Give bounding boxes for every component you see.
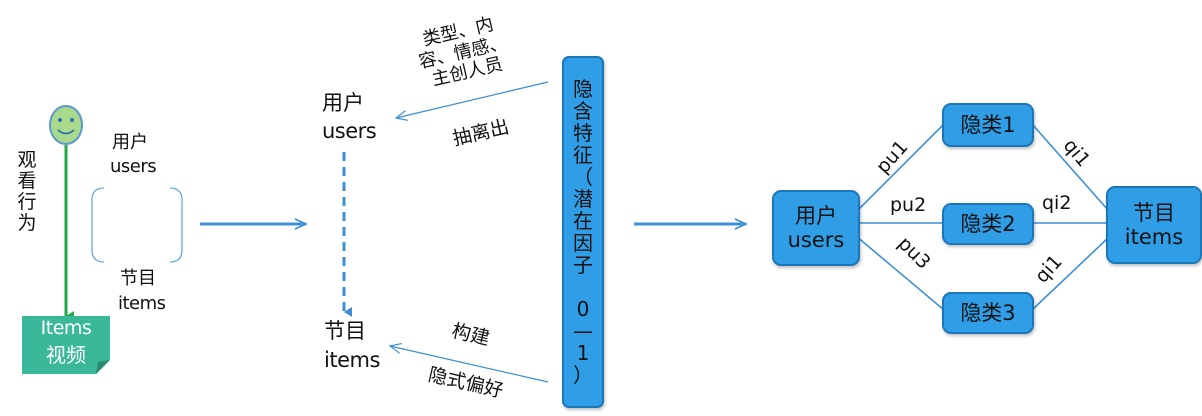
- extract-arrow: [394, 81, 549, 121]
- video-sticker-icon: Items 视频: [22, 316, 110, 374]
- items-node: 节目 items: [1106, 186, 1202, 264]
- behavior-label: 观 看 行 为: [17, 149, 37, 234]
- latent-class-3: 隐类3: [942, 292, 1034, 334]
- preference-arrow: [388, 342, 549, 383]
- latent-class-1: 隐类1: [942, 103, 1034, 147]
- left-bracket: [91, 187, 105, 263]
- pu2-label: pu2: [890, 194, 927, 216]
- users-node: 用户 users: [772, 190, 860, 266]
- left-user-cn: 用户: [112, 132, 148, 153]
- video-label-cn: 视频: [46, 343, 86, 367]
- right-bracket: [169, 187, 183, 263]
- left-item-en: items: [118, 293, 166, 314]
- middle-user-cn: 用户: [322, 91, 364, 115]
- smiley-face-icon: [49, 105, 83, 145]
- latent-network-lines: [855, 123, 1109, 311]
- middle-item-en: items: [324, 348, 380, 372]
- qi2-label: qi2: [1042, 192, 1072, 214]
- left-item-cn: 节目: [120, 268, 156, 289]
- latent-class-2: 隐类2: [942, 203, 1034, 245]
- middle-user-en: users: [322, 119, 377, 143]
- left-user-en: users: [110, 156, 157, 177]
- latent-features-bar: 隐 含 特 征 （ 潜 在 因 子 0 — 1 ）: [562, 56, 604, 408]
- middle-item-cn: 节目: [324, 319, 366, 343]
- video-label-en: Items: [40, 317, 92, 339]
